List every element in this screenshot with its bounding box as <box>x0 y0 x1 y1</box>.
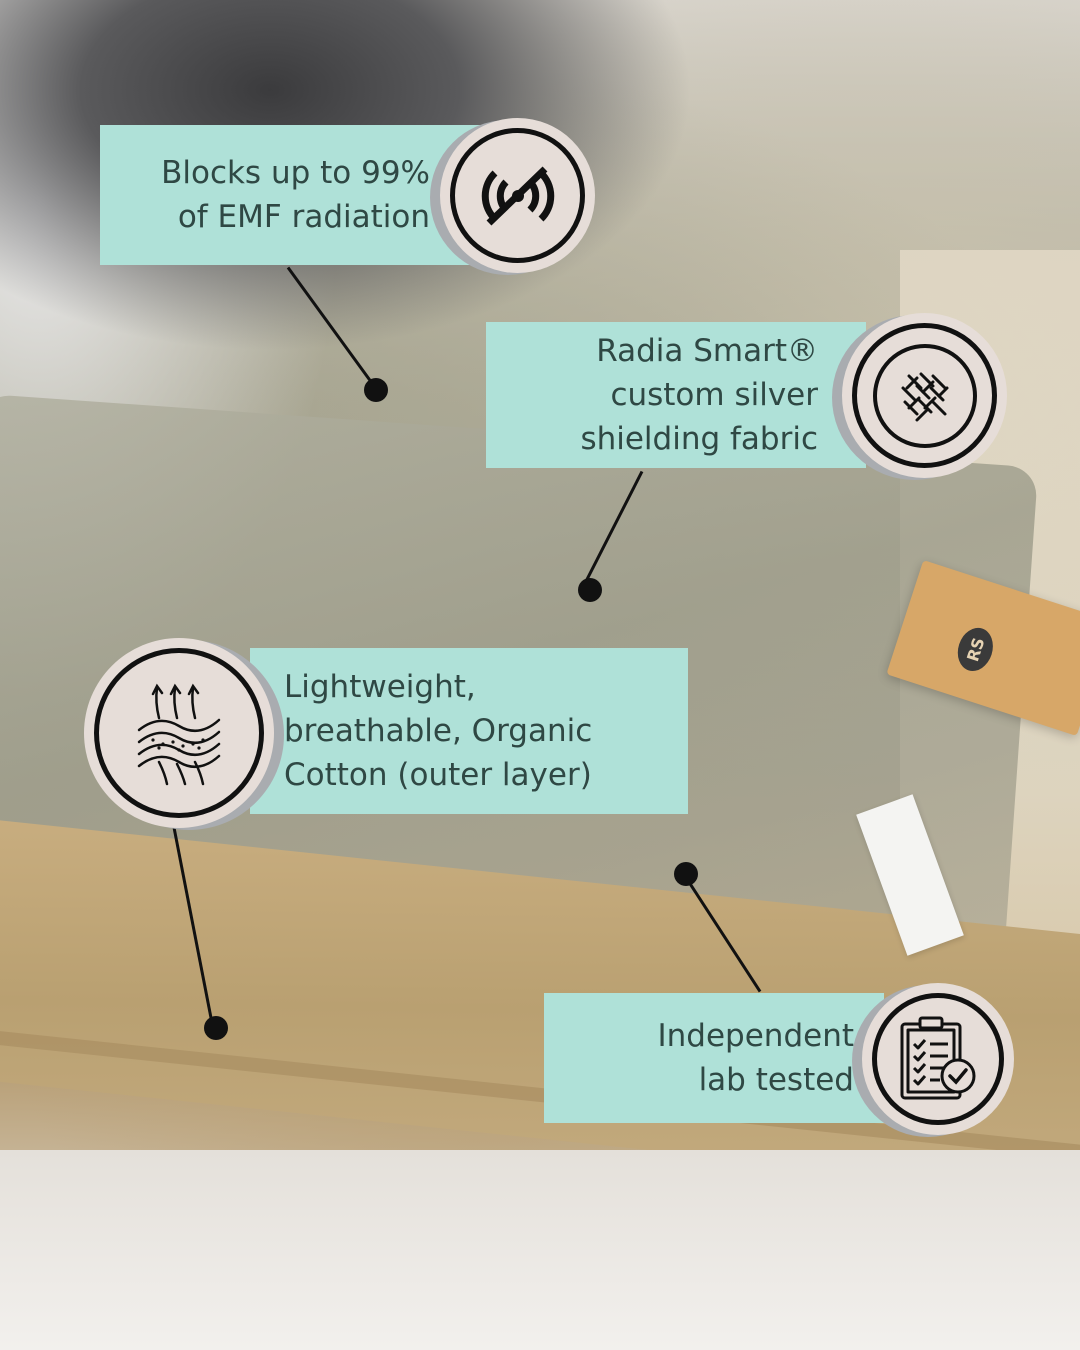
white-bedsheet <box>0 1150 1080 1350</box>
callout-text: Independent lab tested <box>657 1018 855 1098</box>
callout-text: Radia Smart® custom silver shielding fab… <box>580 333 818 457</box>
pointer-dot-cotton <box>204 1016 228 1040</box>
callout-lab-tested: Independent lab tested <box>544 993 884 1123</box>
badge-cotton <box>84 638 274 828</box>
callout-organic-cotton: Lightweight, breathable, Organic Cotton … <box>250 648 688 814</box>
breathable-fabric-icon <box>137 683 221 786</box>
clipboard-check-icon <box>900 1016 976 1100</box>
pointer-dot-lab <box>674 862 698 886</box>
no-signal-icon <box>481 165 554 226</box>
badge-lab <box>862 983 1014 1135</box>
woven-fabric-icon <box>901 372 948 421</box>
callout-text: Blocks up to 99% of EMF radiation <box>161 155 430 235</box>
callout-text: Lightweight, breathable, Organic Cotton … <box>284 669 593 793</box>
pointer-dot-fabric <box>578 578 602 602</box>
callout-emf-blocking: Blocks up to 99% of EMF radiation <box>100 125 480 265</box>
pointer-dot-emf <box>364 378 388 402</box>
brand-logo: RS <box>952 623 999 676</box>
badge-emf <box>440 118 595 273</box>
badge-fabric <box>842 313 1007 478</box>
callout-silver-fabric: Radia Smart® custom silver shielding fab… <box>486 322 866 468</box>
